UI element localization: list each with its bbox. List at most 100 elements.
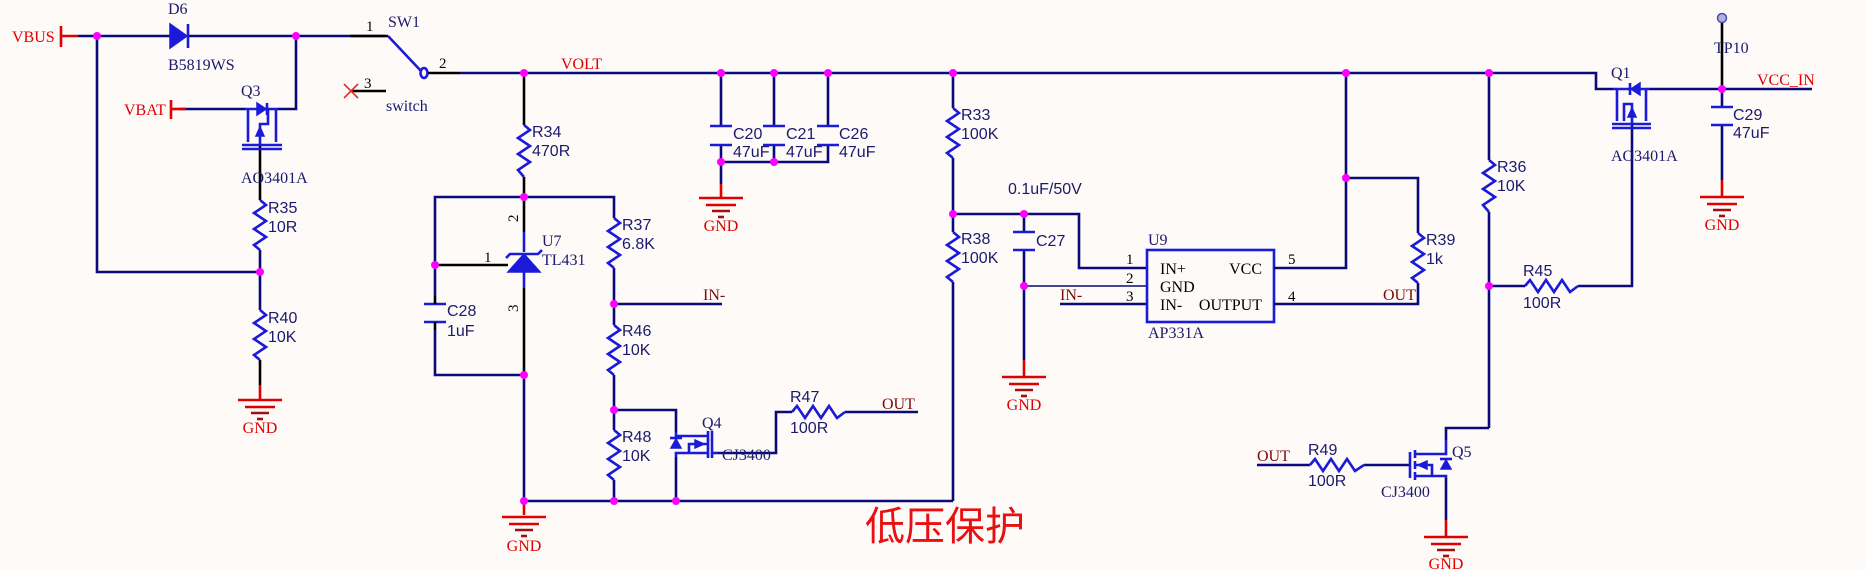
q1-ref: Q1 [1611, 65, 1631, 82]
q4-ref: Q4 [702, 415, 722, 432]
r45-ref: R45 [1523, 263, 1552, 280]
c28-ref: C28 [447, 303, 476, 320]
r39-value: 1k [1426, 251, 1444, 268]
q3-value: AO3401A [241, 170, 308, 187]
sw1-value: switch [386, 98, 428, 115]
capacitor-c29[interactable]: C29 47uF [1711, 105, 1770, 142]
sw1-pin1: 1 [366, 19, 374, 35]
wires-ladder [612, 268, 722, 501]
resistor-r36[interactable]: R36 10K [1480, 159, 1526, 213]
mosfet-q5[interactable]: Q5 CJ3400 [1381, 440, 1472, 501]
net-label-vcc-in: VCC_IN [1757, 72, 1815, 89]
r48-ref: R48 [622, 429, 651, 446]
u7-pin2: 2 [506, 215, 522, 223]
junction-dot [520, 193, 528, 201]
gnd-label: GND [1007, 397, 1042, 414]
resistor-r47[interactable]: R47 100R [790, 389, 918, 437]
gnd-symbol-q5: GND [1422, 535, 1470, 570]
r36-ref: R36 [1497, 159, 1526, 176]
resistor-r40[interactable]: R40 10K [251, 309, 297, 361]
u9-pin-in-plus: IN+ [1160, 261, 1186, 278]
r47-ref: R47 [790, 389, 819, 406]
sw1-pin2: 2 [439, 56, 447, 72]
gnd-symbol-u7: GND [500, 515, 548, 555]
resistor-r33[interactable]: R33 100K [944, 107, 999, 159]
r49-value: 100R [1308, 473, 1346, 490]
shunt-regulator-u7[interactable]: 1 2 3 U7 TL431 [484, 215, 586, 313]
u7-pin3: 3 [506, 305, 522, 313]
junction-dot [770, 69, 778, 77]
junction-dot [431, 261, 439, 269]
resistor-r46[interactable]: R46 10K [605, 323, 651, 376]
c26-value: 47uF [839, 144, 876, 161]
u9-ref: U9 [1148, 232, 1168, 249]
r33-value: 100K [961, 126, 999, 143]
net-label-out: OUT [1257, 448, 1290, 465]
junction-dot [1342, 69, 1350, 77]
mosfet-q4[interactable]: Q4 CJ3400 [669, 410, 792, 464]
r40-ref: R40 [268, 310, 297, 327]
junctions [93, 32, 1726, 505]
c21-value: 47uF [786, 144, 823, 161]
u9-pin-in-minus: IN- [1160, 297, 1182, 314]
gnd-symbol-c29: GND [1698, 195, 1746, 234]
resistor-r38[interactable]: R38 100K [944, 231, 999, 283]
resistor-r34[interactable]: R34 470R [515, 124, 570, 178]
gnd-label: GND [704, 218, 739, 235]
switch-sw1[interactable]: 1 SW1 2 3 switch [343, 14, 460, 115]
resistor-r49[interactable]: R49 100R [1308, 442, 1365, 490]
u9-pin-gnd: GND [1160, 279, 1195, 296]
c26-ref: C26 [839, 126, 868, 143]
q5-value: CJ3400 [1381, 484, 1430, 501]
gnd-label: GND [243, 420, 278, 437]
q5-ref: Q5 [1452, 444, 1472, 461]
u9-pin-output: OUTPUT [1199, 297, 1262, 314]
r34-ref: R34 [532, 124, 561, 141]
junction-dot [520, 69, 528, 77]
gnd-label: GND [507, 538, 542, 555]
junction-dot [610, 300, 618, 308]
net-label-vbat: VBAT [124, 102, 166, 119]
c20-ref: C20 [733, 126, 762, 143]
wires-u9-out [1274, 73, 1420, 306]
resistor-r45[interactable]: R45 100R [1489, 263, 1579, 312]
comparator-u9[interactable]: U9 AP331A IN+ GND IN- VCC OUTPUT 1 2 3 4… [1126, 232, 1296, 342]
tp10-ref: TP10 [1714, 40, 1749, 57]
u7-ref: U7 [542, 233, 562, 250]
net-label-out: OUT [1383, 287, 1416, 304]
wires-divider [951, 73, 1147, 501]
capacitor-c20[interactable]: C20 47uF [710, 124, 770, 161]
test-point-tp10[interactable]: TP10 [1714, 12, 1749, 58]
gnd-symbol-r40: GND [236, 398, 284, 437]
r48-value: 10K [622, 448, 651, 465]
r35-value: 10R [268, 219, 297, 236]
net-label-in-minus: IN- [1060, 287, 1082, 304]
junction-dot [824, 69, 832, 77]
c27-ref: C27 [1036, 233, 1065, 250]
resistor-r35[interactable]: R35 10R [251, 199, 297, 251]
resistor-r37[interactable]: R37 6.8K [605, 217, 655, 269]
gnd-label: GND [1429, 556, 1464, 570]
r39-ref: R39 [1426, 232, 1455, 249]
r46-value: 10K [622, 342, 651, 359]
c29-value: 47uF [1733, 125, 1770, 142]
sw1-pin3: 3 [364, 76, 372, 92]
sw1-ref: SW1 [388, 14, 420, 31]
capacitor-c27[interactable]: C27 0.1uF/50V [1008, 181, 1082, 252]
r36-value: 10K [1497, 178, 1526, 195]
gnd-label: GND [1705, 217, 1740, 234]
resistor-r48[interactable]: R48 10K [605, 429, 651, 481]
r45-value: 100R [1523, 295, 1561, 312]
u7-pin1: 1 [484, 250, 492, 266]
capacitor-c26[interactable]: C26 47uF [817, 124, 876, 161]
capacitor-c21[interactable]: C21 47uF [763, 124, 823, 161]
mosfet-q1[interactable]: Q1 AO3401A [1611, 65, 1678, 165]
mosfet-q3[interactable]: Q3 AO3401A [241, 83, 308, 187]
diode-d6[interactable]: D6 B5819WS [168, 1, 235, 74]
c21-ref: C21 [786, 126, 815, 143]
capacitor-c28[interactable]: C28 1uF [424, 296, 476, 340]
resistor-r39[interactable]: R39 1k [1409, 232, 1455, 284]
wires-q1-drive [1257, 73, 1634, 537]
q3-ref: Q3 [241, 83, 261, 100]
